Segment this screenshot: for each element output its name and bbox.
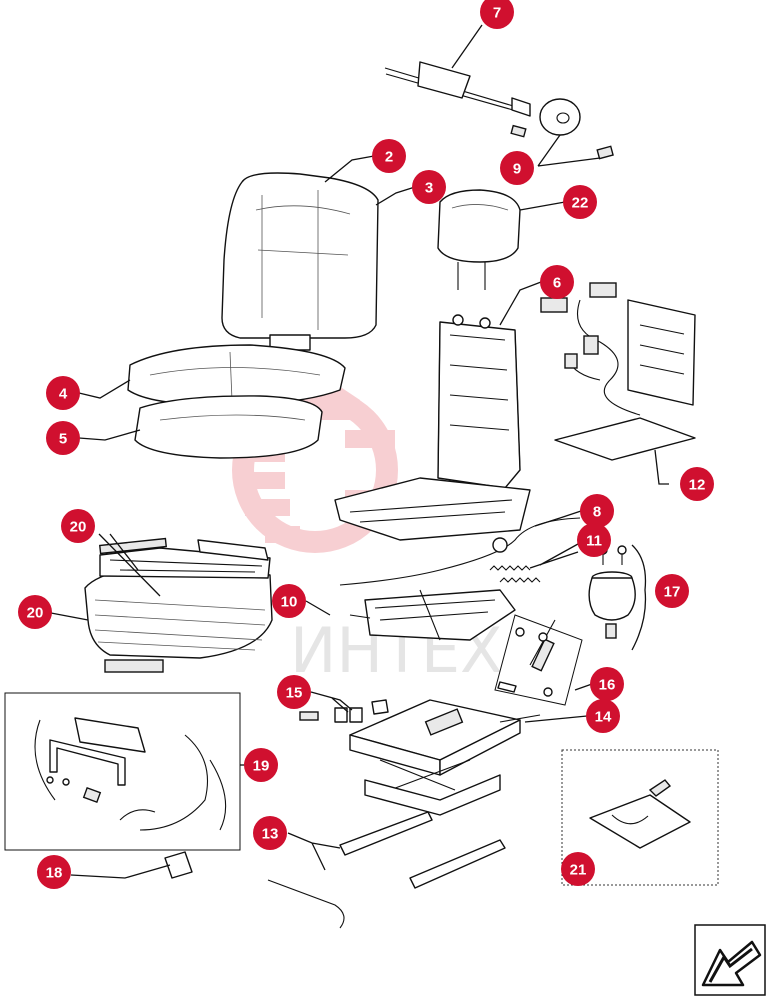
callout-circle [680, 467, 714, 501]
callout-c22: 22 [563, 185, 597, 219]
harness-box [4, 692, 241, 851]
callout-circle [253, 816, 287, 850]
callout-c11: 11 [577, 523, 611, 557]
callout-circle [272, 584, 306, 618]
mounting-bracket [589, 779, 691, 849]
callout-c6: 6 [540, 265, 574, 299]
callout-c18: 18 [37, 855, 71, 889]
adjustment-knob [164, 851, 193, 879]
callout-c2: 2 [372, 139, 406, 173]
callout-circle [37, 855, 71, 889]
gas-strut-kit [494, 614, 583, 706]
callout-circle [586, 699, 620, 733]
latch-hardware [299, 699, 389, 723]
headrest [437, 189, 521, 290]
callout-circle [61, 509, 95, 543]
callout-circle [655, 574, 689, 608]
callout-number: 8 [593, 504, 601, 521]
callout-circle [563, 185, 597, 219]
callout-c5: 5 [46, 421, 80, 455]
callout-circle [540, 265, 574, 299]
callout-number: 7 [493, 5, 501, 22]
callout-circle [372, 139, 406, 173]
callout-number: 2 [385, 149, 393, 166]
leader-lines [50, 24, 669, 879]
callout-c8: 8 [580, 494, 614, 528]
callout-number: 21 [570, 862, 587, 879]
callout-c20a: 20 [61, 509, 95, 543]
callout-c14: 14 [586, 699, 620, 733]
callout-number: 13 [262, 826, 279, 843]
callout-badges: 7 2 3 9 22 6 4 5 12 8 20 11 17 20 10 16 15 14 19 13 18 21 [18, 0, 714, 889]
callout-c21: 21 [561, 852, 595, 886]
callout-c19: 19 [244, 748, 278, 782]
callout-circle [244, 748, 278, 782]
callout-c7: 7 [480, 0, 514, 29]
callout-c9: 9 [500, 151, 534, 185]
callout-circle [480, 0, 514, 29]
callout-number: 4 [59, 386, 68, 403]
slide-mechanism [349, 589, 516, 641]
callout-c13: 13 [253, 816, 287, 850]
callout-number: 14 [595, 709, 612, 726]
lumbar-rod-assembly [384, 61, 614, 160]
tension-springs [489, 565, 541, 583]
callout-number: 15 [286, 685, 303, 702]
callout-c15: 15 [277, 675, 311, 709]
callout-circle [500, 151, 534, 185]
callout-circle [46, 421, 80, 455]
backrest-cushion [221, 172, 379, 351]
air-spring [588, 544, 647, 651]
callout-circle [46, 376, 80, 410]
callout-number: 9 [513, 161, 521, 178]
callout-circle [561, 852, 595, 886]
seat-pan-assembly [84, 537, 273, 673]
callout-number: 11 [586, 533, 602, 550]
callout-number: 6 [553, 275, 561, 292]
callout-number: 18 [46, 865, 63, 882]
seat-cushion-lower [134, 395, 323, 459]
callout-number: 16 [599, 677, 616, 694]
callout-c12: 12 [680, 467, 714, 501]
callout-number: 5 [59, 431, 67, 448]
callout-circle [412, 170, 446, 204]
callout-number: 12 [689, 477, 706, 494]
callout-number: 10 [281, 594, 298, 611]
callout-c20b: 20 [18, 595, 52, 629]
callout-number: 17 [664, 584, 681, 601]
scissor-suspension-base [349, 699, 541, 816]
callout-circle [577, 523, 611, 557]
callout-circle [18, 595, 52, 629]
callout-circle [580, 494, 614, 528]
seat-rails [267, 811, 506, 929]
callout-c17: 17 [655, 574, 689, 608]
callout-number: 20 [70, 519, 87, 536]
callout-number: 22 [572, 195, 589, 212]
callout-number: 19 [253, 758, 270, 775]
return-arrow-icon [701, 940, 762, 987]
heater-mat-assembly [554, 299, 696, 461]
seat-frame [334, 282, 617, 541]
wiring-harness [34, 717, 227, 831]
callout-c16: 16 [590, 667, 624, 701]
return-arrow-button[interactable] [694, 924, 766, 996]
callout-circle [277, 675, 311, 709]
callout-c10: 10 [272, 584, 306, 618]
callout-c3: 3 [412, 170, 446, 204]
callout-number: 20 [27, 605, 44, 622]
callout-c4: 4 [46, 376, 80, 410]
callout-circle [590, 667, 624, 701]
callout-number: 3 [425, 180, 433, 197]
bracket-box [561, 749, 719, 886]
